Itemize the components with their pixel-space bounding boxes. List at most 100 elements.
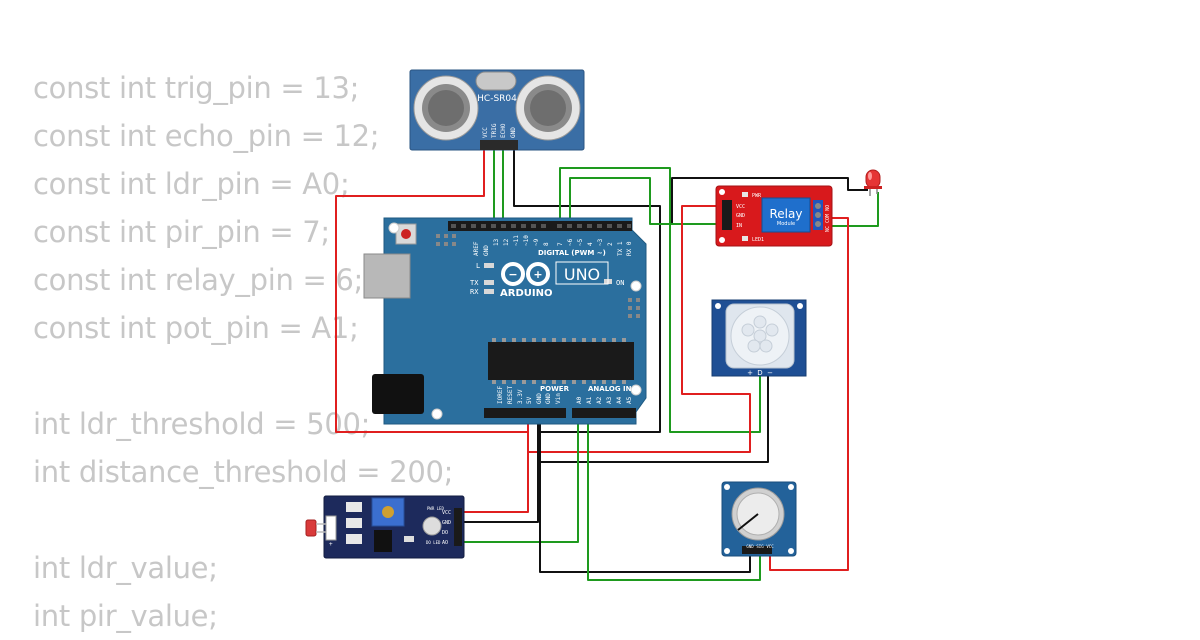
pin-label-a5: A5 bbox=[626, 396, 633, 404]
ldr-pwr-led-label: PWR LED bbox=[427, 506, 444, 511]
pir-dome-icon bbox=[725, 303, 795, 369]
code-editor[interactable]: const int trig_pin = 13; const int echo_… bbox=[33, 64, 453, 640]
hcsr04-label: HC-SR04 bbox=[477, 94, 517, 104]
relay-pwr-label: PWR bbox=[752, 193, 762, 199]
pin-label-12: 12 bbox=[503, 238, 510, 246]
wire-pin6-relay[interactable] bbox=[569, 177, 728, 226]
wire-pot-gnd[interactable] bbox=[539, 408, 751, 573]
relay-contacts-label: NC COM NO bbox=[825, 205, 831, 232]
pin-label-7: 7 bbox=[557, 242, 564, 246]
pin-label-reset: RESET bbox=[507, 386, 514, 404]
pin-label-2: 2 bbox=[607, 242, 614, 246]
ldr-plus-label: + bbox=[329, 541, 333, 548]
pin-label-10: ~10 bbox=[523, 235, 530, 246]
pin-label-6: ~6 bbox=[567, 238, 574, 246]
relay-led1-label: LED1 bbox=[752, 237, 764, 243]
wire-relay-com[interactable] bbox=[769, 217, 849, 571]
relay-pin-in: IN bbox=[736, 223, 742, 229]
led-icon bbox=[864, 169, 882, 189]
photoresistor-icon bbox=[305, 519, 326, 537]
digital-header[interactable] bbox=[448, 221, 632, 231]
pin-label-3v3: 3.3V bbox=[517, 389, 524, 404]
pin-label-a1: A1 bbox=[586, 396, 593, 404]
digital-label: DIGITAL (PWM ~) bbox=[538, 249, 606, 257]
pir-sensor[interactable]: + D − bbox=[711, 299, 807, 377]
usb-port bbox=[363, 253, 411, 299]
potentiometer[interactable]: GND SIG VCC bbox=[721, 481, 797, 557]
red-led[interactable] bbox=[864, 169, 882, 196]
tx-led-label: TX bbox=[470, 279, 479, 287]
pir-pin-minus: − bbox=[767, 369, 773, 377]
pin-label-4: 4 bbox=[587, 242, 594, 246]
pir-pin-plus: + bbox=[747, 369, 753, 377]
ldr-do-led-label: DO LED bbox=[426, 540, 441, 545]
pin-label-gnd1: GND bbox=[536, 393, 543, 404]
code-line: const int echo_pin = 12; bbox=[33, 119, 380, 153]
ldr-pin-vcc: VCC bbox=[442, 510, 451, 516]
hcsr04-pin-gnd: GND bbox=[510, 127, 517, 138]
relay-subtitle: Module bbox=[777, 221, 795, 227]
power-header[interactable] bbox=[484, 408, 566, 418]
wire-pin7-pir[interactable] bbox=[559, 167, 761, 433]
hcsr04-pin-vcc: VCC bbox=[482, 127, 489, 138]
pin-label-ioref: IOREF bbox=[497, 386, 504, 404]
relay-title: Relay bbox=[770, 207, 803, 221]
atmega-chip bbox=[488, 342, 634, 380]
relay-module[interactable]: PWR LED1 VCC GND IN Relay Module NC COM … bbox=[715, 185, 833, 247]
relay-pin-gnd: GND bbox=[736, 213, 745, 219]
pin-label-tx1: TX 1 bbox=[617, 241, 624, 256]
wire-ldr-gnd[interactable] bbox=[464, 408, 539, 523]
hcsr04-pin-echo: ECHO bbox=[500, 123, 507, 138]
code-line: const int trig_pin = 13; bbox=[33, 71, 360, 105]
wire-pot-sig[interactable] bbox=[587, 408, 761, 581]
code-line: int ldr_value; bbox=[33, 551, 218, 585]
wire-ldr-ao[interactable] bbox=[464, 408, 579, 543]
pin-label-13: 13 bbox=[493, 238, 500, 246]
potentiometer-knob-icon bbox=[731, 487, 785, 541]
rx-led-label: RX bbox=[470, 288, 479, 296]
pin-label-a0: A0 bbox=[576, 396, 583, 404]
code-line: int pir_value; bbox=[33, 599, 218, 633]
ultrasonic-sensor-icon bbox=[413, 71, 581, 141]
analog-label: ANALOG IN bbox=[588, 385, 632, 393]
pir-pin-d: D bbox=[757, 369, 762, 377]
arduino-model: UNO bbox=[564, 265, 600, 284]
svg-text:+: + bbox=[533, 268, 542, 281]
pin-label-a4: A4 bbox=[616, 396, 623, 404]
arduino-uno-board[interactable]: AREF GND 13 12 ~11 ~10 ~9 8 7 ~6 ~5 4 ~3… bbox=[363, 217, 647, 425]
relay-pin-vcc: VCC bbox=[736, 204, 745, 210]
code-line: int distance_threshold = 200; bbox=[33, 455, 454, 489]
pin-label-gnd2: GND bbox=[545, 393, 552, 404]
pin-label-gnd: GND bbox=[483, 245, 490, 256]
pin-label-vin: Vin bbox=[555, 393, 562, 404]
wire-ldr-vcc[interactable] bbox=[464, 408, 529, 513]
ldr-module[interactable]: + PWR LED DO LED VCC GND DO AO bbox=[305, 495, 465, 559]
svg-text:−: − bbox=[508, 268, 517, 281]
ldr-pin-gnd: GND bbox=[442, 520, 451, 526]
power-label: POWER bbox=[540, 385, 570, 393]
hcsr04-sensor[interactable]: HC-SR04 VCC TRIG ECHO GND bbox=[409, 69, 585, 151]
ldr-pin-ao: AO bbox=[442, 540, 448, 546]
pin-label-3: ~3 bbox=[597, 238, 604, 246]
hcsr04-pin-trig: TRIG bbox=[491, 123, 498, 138]
arduino-infinity-logo-icon bbox=[501, 262, 550, 286]
pin-label-a2: A2 bbox=[596, 396, 603, 404]
power-jack bbox=[372, 374, 424, 414]
pin-label-11: ~11 bbox=[513, 235, 520, 246]
code-line: int ldr_threshold = 500; bbox=[33, 407, 371, 441]
code-line: const int pir_pin = 7; bbox=[33, 215, 330, 249]
pin-label-aref: AREF bbox=[473, 241, 480, 256]
code-line: const int pot_pin = A1; bbox=[33, 311, 359, 345]
pot-pin-vcc: VCC bbox=[766, 544, 774, 549]
pin-label-8: 8 bbox=[543, 242, 550, 246]
pin-label-9: ~9 bbox=[533, 238, 540, 246]
pot-pin-gnd: GND bbox=[746, 544, 754, 549]
l-led-label: L bbox=[476, 262, 480, 270]
pin-label-5: ~5 bbox=[577, 238, 584, 246]
on-led-label: ON bbox=[616, 279, 624, 287]
analog-header[interactable] bbox=[572, 408, 636, 418]
pin-label-5v: 5V bbox=[526, 396, 533, 404]
wire-led-no[interactable] bbox=[828, 192, 879, 227]
pot-pin-sig: SIG bbox=[756, 544, 764, 549]
